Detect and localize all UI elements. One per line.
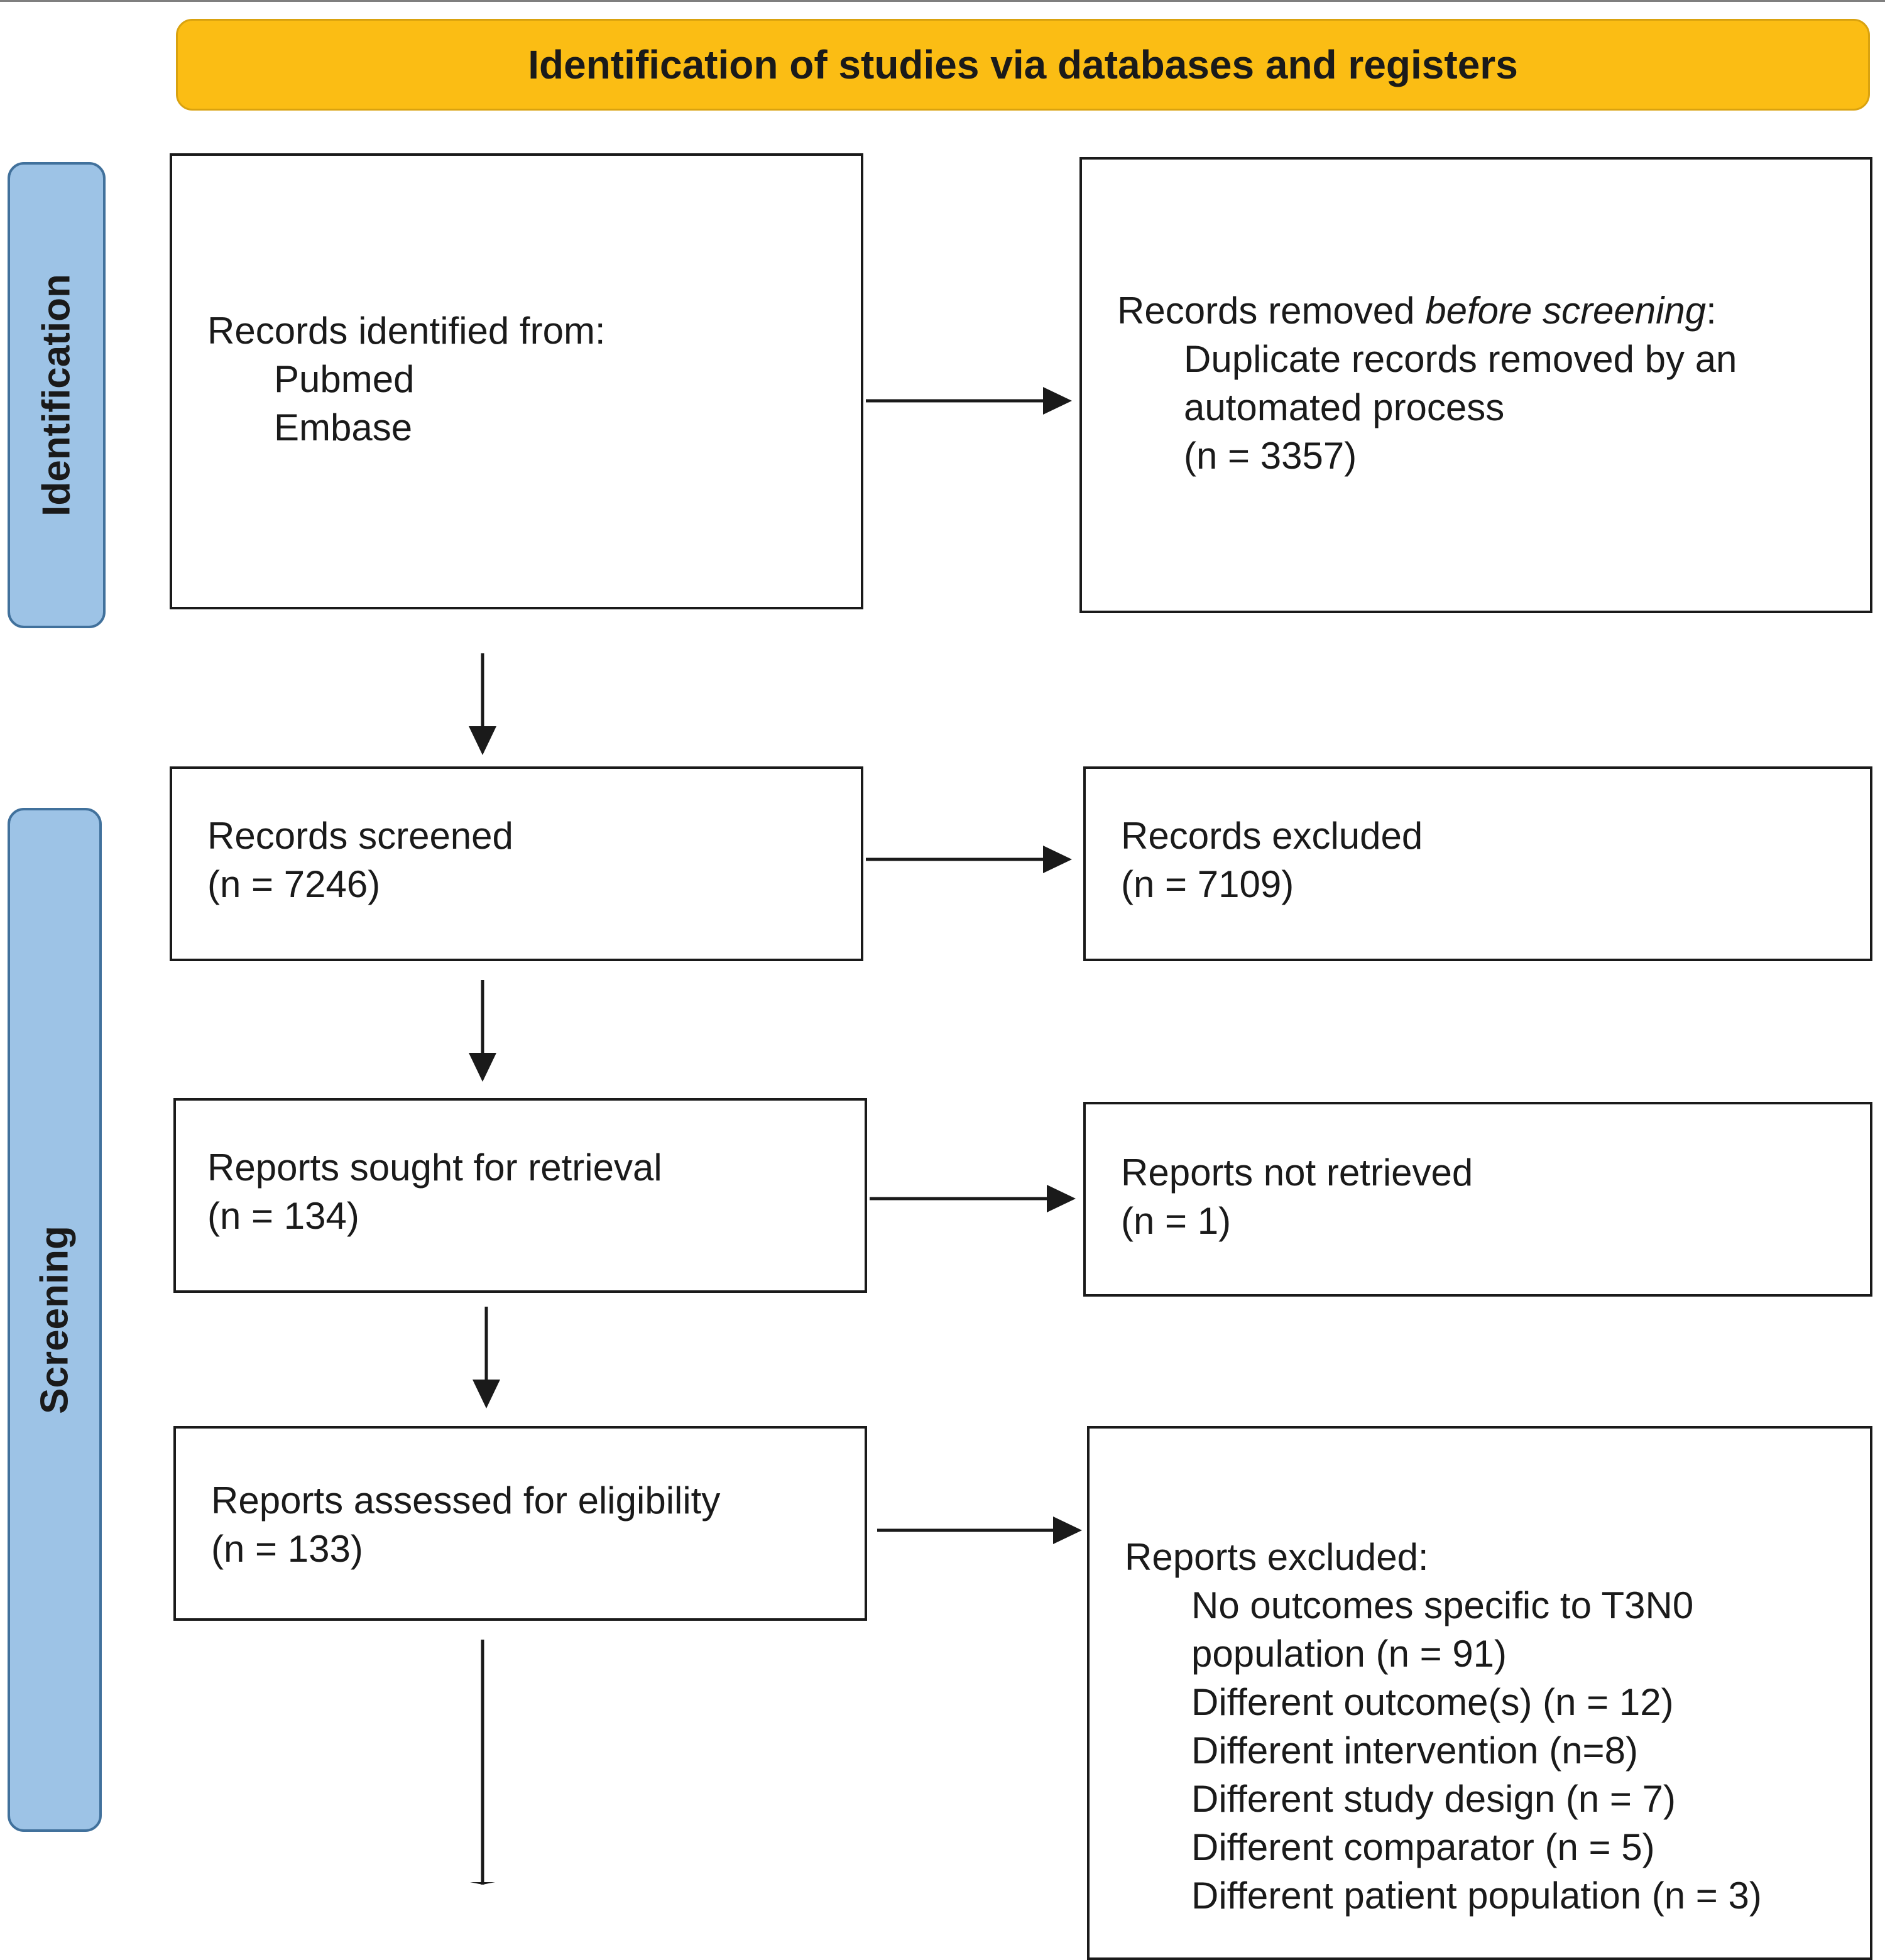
removed-line-1: Duplicate records removed by an — [1184, 338, 1737, 380]
box-records-removed: Records removed before screening: Duplic… — [1079, 157, 1872, 613]
removed-title-italic: before screening — [1425, 290, 1707, 332]
screened-title: Records screened — [207, 815, 513, 857]
arrowhead-sought-to-not-retrieved — [1047, 1185, 1076, 1212]
exclusion-reason: Different study design (n = 7) — [1191, 1778, 1676, 1820]
top-border-line — [0, 0, 1885, 2]
removed-title-plain: Records removed — [1117, 290, 1426, 332]
phase-screening: Screening — [8, 808, 102, 1832]
identified-source-pubmed: Pubmed — [274, 358, 415, 400]
identified-source-embase: Embase — [274, 406, 413, 449]
excluded-title: Records excluded — [1121, 815, 1423, 857]
flow-arrows — [469, 387, 1082, 1885]
box-reports-excluded: Reports excluded: No outcomes specific t… — [1087, 1426, 1872, 1960]
arrowhead-screened-to-excluded — [1043, 846, 1072, 873]
exclusion-reason: Different comparator (n = 5) — [1191, 1826, 1655, 1868]
box-records-excluded: Records excluded (n = 7109) — [1083, 766, 1872, 961]
arrowhead-identified-to-screened — [469, 726, 496, 755]
box-records-identified: Records identified from: Pubmed Embase — [170, 153, 863, 609]
assessed-title: Reports assessed for eligibility — [211, 1479, 721, 1522]
arrowhead-identified-to-removed — [1043, 387, 1072, 415]
box-records-screened: Records screened (n = 7246) — [170, 766, 863, 961]
arrowhead-screened-to-sought — [469, 1053, 496, 1082]
exclusion-reason: Different outcome(s) (n = 12) — [1191, 1681, 1674, 1723]
not-retrieved-title: Reports not retrieved — [1121, 1152, 1473, 1194]
sought-count: (n = 134) — [207, 1195, 359, 1237]
arrowhead-assessed-to-reports-excluded — [1053, 1516, 1082, 1544]
header-title: Identification of studies via databases … — [528, 42, 1518, 87]
exclusion-reason: No outcomes specific to T3N0 — [1191, 1584, 1694, 1626]
removed-title: Records removed before screening: — [1117, 286, 1870, 335]
header-banner: Identification of studies via databases … — [176, 19, 1870, 111]
removed-line-2: automated process — [1184, 386, 1505, 428]
box-reports-sought: Reports sought for retrieval (n = 134) — [173, 1098, 867, 1293]
removed-count: (n = 3357) — [1184, 435, 1357, 477]
screened-count: (n = 7246) — [207, 863, 381, 905]
reports-excluded-title: Reports excluded: — [1125, 1536, 1429, 1578]
box-reports-not-retrieved: Reports not retrieved (n = 1) — [1083, 1102, 1872, 1297]
not-retrieved-count: (n = 1) — [1121, 1200, 1232, 1242]
arrowhead-assessed-down — [470, 1882, 495, 1885]
excluded-count: (n = 7109) — [1121, 863, 1294, 905]
exclusion-reason: population (n = 91) — [1191, 1633, 1507, 1675]
assessed-count: (n = 133) — [211, 1528, 363, 1570]
box-reports-assessed: Reports assessed for eligibility (n = 13… — [173, 1426, 867, 1621]
phase-identification: Identification — [8, 162, 106, 628]
identified-title: Records identified from: — [207, 310, 606, 352]
sought-title: Reports sought for retrieval — [207, 1146, 662, 1189]
exclusion-reason: Different intervention (n=8) — [1191, 1729, 1638, 1772]
arrowhead-sought-to-assessed — [473, 1380, 500, 1408]
removed-title-end: : — [1706, 290, 1717, 332]
